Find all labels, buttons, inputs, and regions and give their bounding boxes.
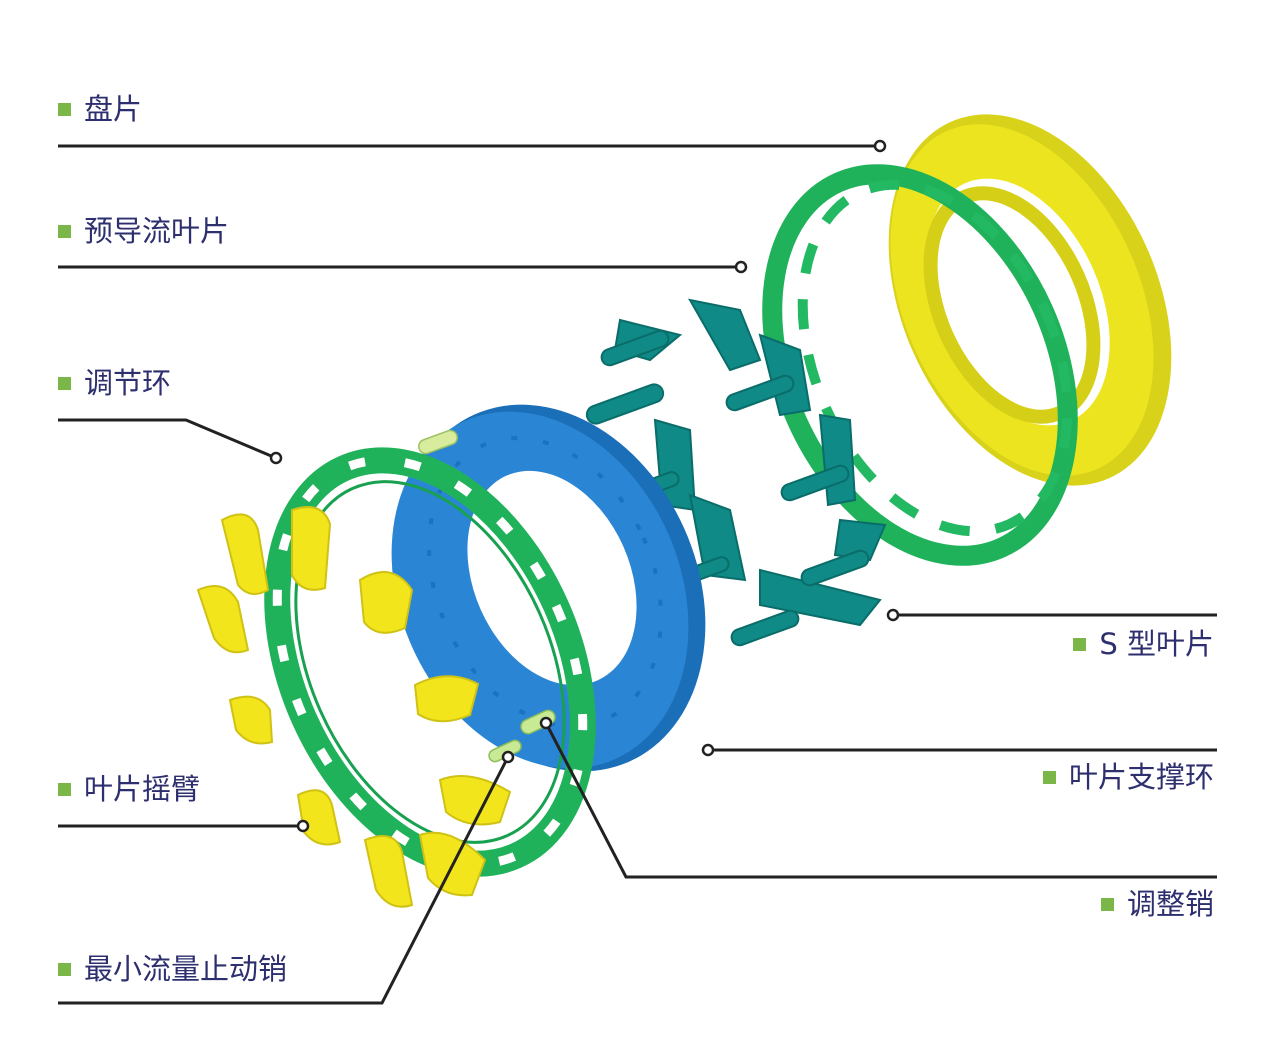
leader-s-type-vane-endpoint	[886, 608, 900, 622]
leader-adjusting-pin	[544, 722, 1217, 879]
label-adjusting-pin-text: 调整销	[1126, 887, 1214, 921]
label-min-flow-stop-pin: 最小流量止动销	[58, 955, 287, 984]
label-vane-rocker-arm: 叶片摇臂	[58, 775, 200, 804]
s-type-vanes-part	[585, 298, 887, 647]
leader-min-flow-stop-pin	[58, 756, 510, 1005]
label-disc-text: 盘片	[84, 92, 143, 126]
leader-vane-rocker-arm-endpoint	[296, 819, 310, 833]
bullet-marker	[58, 783, 71, 796]
pins-part	[488, 709, 556, 763]
bullet-marker	[58, 103, 71, 116]
leader-min-flow-stop-pin-endpoint	[501, 750, 515, 764]
label-vane-rocker-arm-text: 叶片摇臂	[84, 772, 201, 806]
label-s-type-vane: S 型叶片	[1073, 630, 1214, 659]
bullet-marker	[58, 225, 71, 238]
bullet-marker	[58, 377, 71, 390]
leader-vane-support-ring-endpoint	[701, 743, 715, 757]
bullet-marker	[1073, 638, 1087, 651]
bullet-marker	[58, 963, 71, 976]
leader-lines	[58, 139, 1217, 1005]
label-min-flow-stop-pin-text: 最小流量止动销	[84, 952, 288, 986]
leader-disc-endpoint	[873, 139, 887, 153]
bullet-marker	[1100, 898, 1114, 911]
label-pre-guide-vane-text: 预导流叶片	[84, 214, 230, 248]
leader-adjusting-ring	[58, 418, 277, 460]
label-adjusting-ring-text: 调节环	[84, 366, 172, 400]
bullet-marker	[1042, 771, 1056, 784]
leader-adjusting-ring-endpoint	[269, 451, 283, 465]
label-pre-guide-vane: 预导流叶片	[58, 217, 229, 246]
vane-rocker-arms-part	[196, 506, 512, 908]
pre-guide-vane-part	[762, 164, 1078, 566]
adjusting-ring-part	[264, 447, 596, 877]
label-adjusting-pin: 调整销	[1100, 887, 1214, 921]
leader-adjusting-pin-endpoint	[539, 716, 553, 730]
label-vane-support-ring: 叶片支撑环	[1042, 760, 1214, 794]
label-vane-support-ring-text: 叶片支撑环	[1068, 760, 1214, 794]
leader-pre-guide-vane-endpoint	[734, 260, 748, 274]
label-s-type-vane-text: S 型叶片	[1099, 627, 1214, 661]
label-disc: 盘片	[58, 95, 142, 124]
label-adjusting-ring: 调节环	[58, 369, 171, 398]
